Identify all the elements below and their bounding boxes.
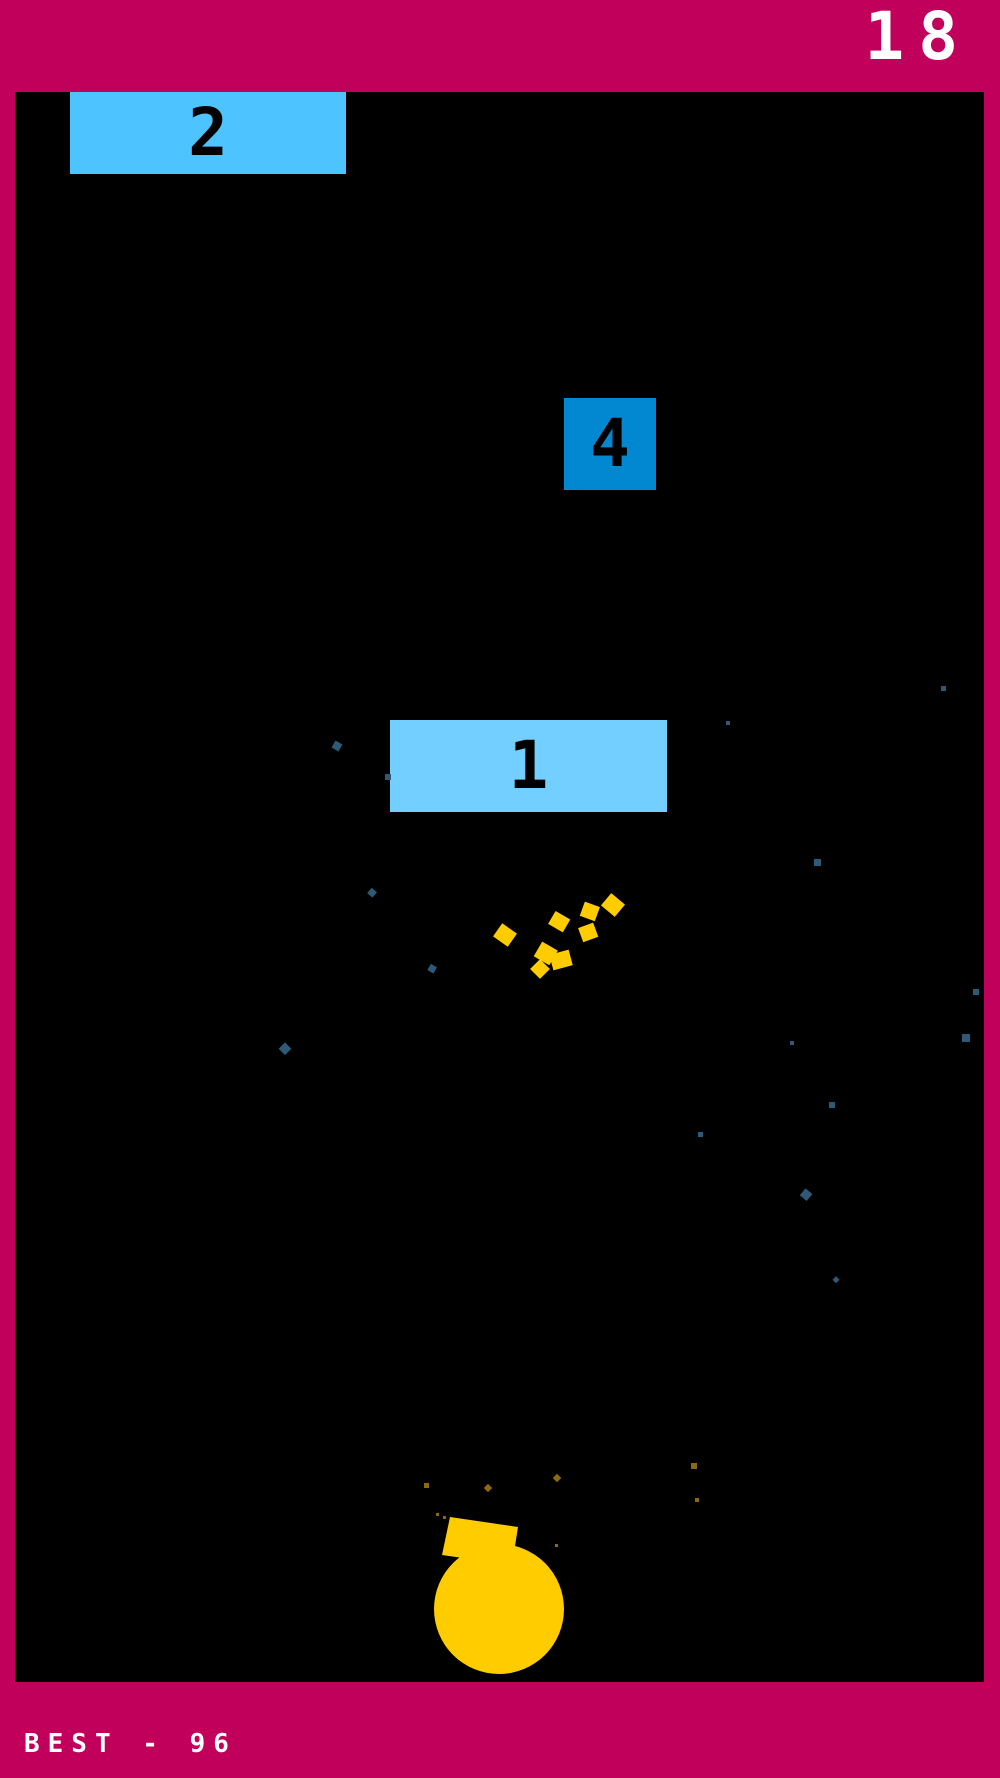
block-value: 2: [188, 94, 228, 171]
ember-particle: [552, 1473, 562, 1483]
debris-particle: [799, 1188, 813, 1202]
debris-particle: [962, 1034, 970, 1042]
ember-particle: [443, 1516, 446, 1519]
debris-particle: [331, 740, 343, 752]
fragment-particle: [549, 949, 573, 971]
particle-layer: [278, 686, 979, 1547]
fragment-particle: [548, 910, 571, 933]
debris-particle: [427, 963, 437, 974]
debris-particle: [973, 989, 979, 995]
debris-particle: [941, 686, 946, 691]
score-counter: 18: [864, 0, 972, 75]
debris-particle: [698, 1132, 703, 1137]
bullet-fragments: [493, 893, 626, 979]
debris-particle: [832, 1276, 840, 1284]
ember-particle: [436, 1513, 439, 1516]
block-debris: [278, 686, 979, 1284]
fragment-particle: [493, 923, 517, 947]
debris-particle: [829, 1102, 835, 1108]
ember-particle: [424, 1483, 429, 1488]
debris-particle: [278, 1042, 292, 1056]
ember-particle: [483, 1483, 493, 1493]
debris-particle: [790, 1041, 794, 1045]
fragment-particle: [578, 922, 599, 943]
fragment-particle: [530, 959, 550, 979]
ember-particle: [695, 1498, 699, 1502]
ember-particle: [691, 1463, 697, 1469]
number-block: 2: [70, 92, 346, 174]
number-block: 1: [390, 720, 667, 812]
ember-particle: [555, 1544, 558, 1547]
number-block: 4: [564, 398, 656, 490]
playfield[interactable]: 2 4 1: [15, 92, 984, 1682]
debris-particle: [726, 721, 730, 725]
cannon-embers: [424, 1463, 699, 1547]
block-value: 1: [508, 727, 549, 804]
cannon[interactable]: [434, 1517, 574, 1677]
cannon-body: [434, 1544, 564, 1674]
best-score: BEST - 96: [24, 1729, 237, 1759]
debris-particle: [385, 774, 391, 780]
debris-particle: [367, 887, 377, 898]
fragment-particle: [600, 893, 626, 917]
block-value: 4: [590, 405, 630, 482]
debris-particle: [814, 859, 821, 866]
fragment-particle: [579, 901, 600, 922]
